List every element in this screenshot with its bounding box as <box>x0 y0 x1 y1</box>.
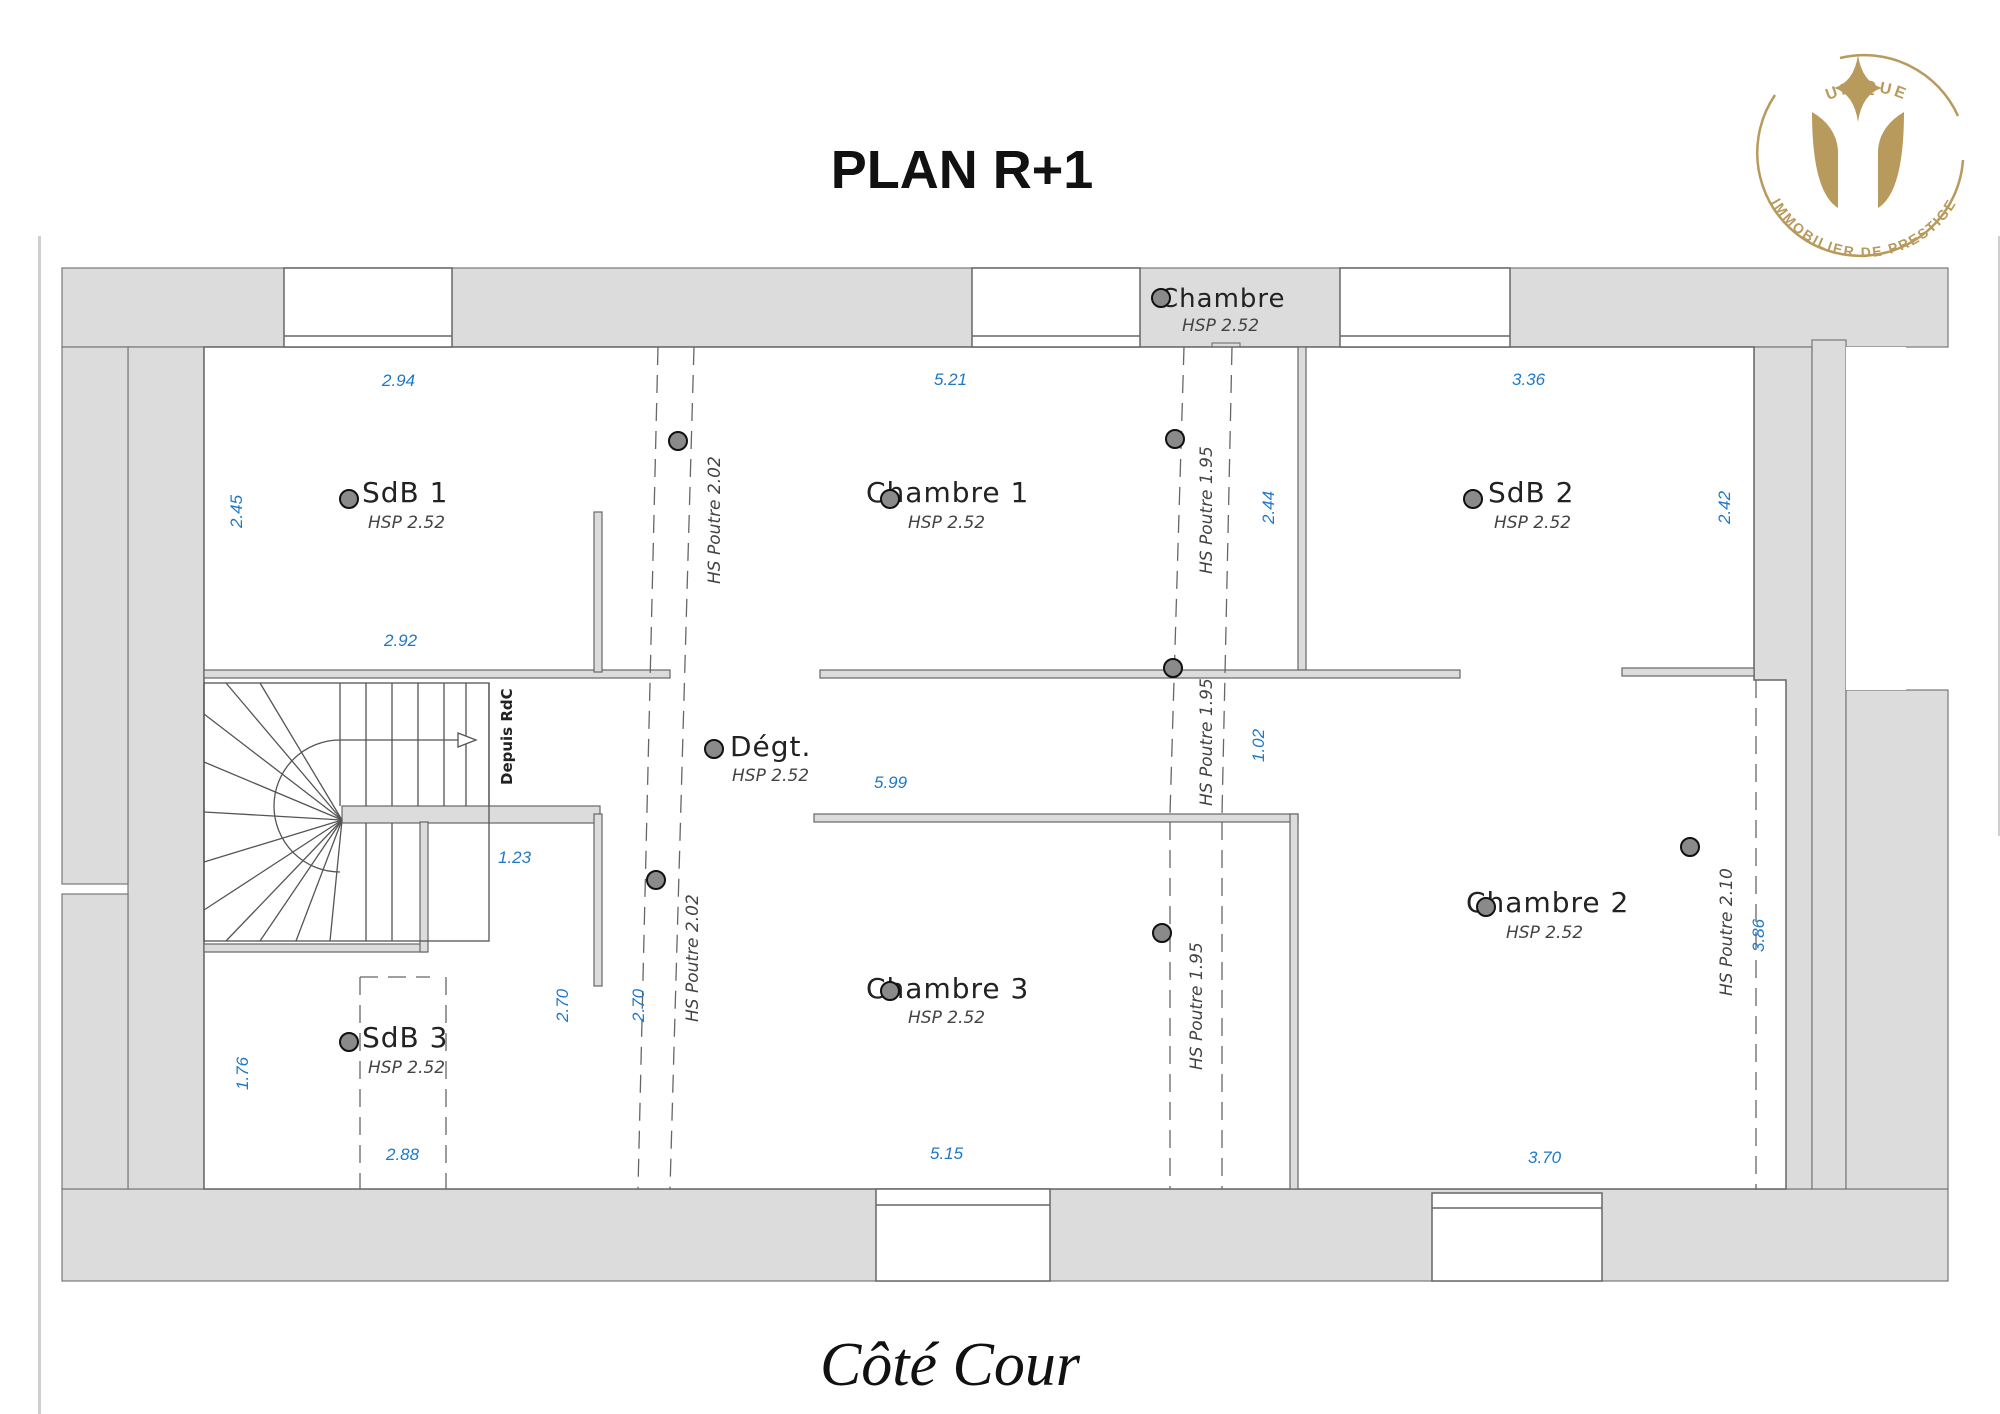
stairs-label: Depuis RdC <box>498 688 516 785</box>
beam-label-4: HS Poutre 2.02 <box>683 894 703 1022</box>
beam-labels: HS Poutre 2.02 HS Poutre 1.95 HS Poutre … <box>683 446 1737 1070</box>
dimension-label: 5.15 <box>930 1144 964 1163</box>
windows <box>283 267 1603 1282</box>
partition-sdb1-side <box>593 511 603 673</box>
window-bottom-1 <box>875 1188 1051 1282</box>
marker-icon <box>1476 897 1496 917</box>
window-top-2 <box>971 267 1141 348</box>
marker-icon <box>1151 288 1171 308</box>
staircase <box>203 682 490 942</box>
dimension-label: 2.70 <box>553 988 572 1023</box>
dimension-label: 1.76 <box>233 1056 252 1090</box>
window-top-1 <box>283 267 453 348</box>
beam-label-2: HS Poutre 1.95 <box>1197 446 1217 574</box>
room-hsp-chambre-2: HSP 2.52 <box>1506 923 1583 943</box>
room-label-chambre-top: Chambre <box>1160 284 1286 314</box>
dimension-label: 2.92 <box>383 631 418 650</box>
room-hsp-degt: HSP 2.52 <box>732 766 809 786</box>
dimension-label: 3.86 <box>1749 918 1768 952</box>
dimension-label: 5.99 <box>874 773 908 792</box>
partition-stairs <box>341 805 601 824</box>
markers <box>339 288 1700 1052</box>
marker-icon <box>646 870 666 890</box>
room-label-sdb-3: SdB 3 <box>362 1021 448 1054</box>
right-wall-outer <box>1811 339 1847 1190</box>
marker-icon <box>339 1032 359 1052</box>
left-annex-bottom <box>61 893 129 1190</box>
logo-star-icon <box>1834 55 1882 122</box>
marker-icon <box>339 489 359 509</box>
partition-sdb1-bottom <box>203 669 671 679</box>
beam-label-5: HS Poutre 1.95 <box>1187 942 1207 1070</box>
beam-label-1: HS Poutre 2.02 <box>705 456 725 584</box>
dimension-label: 3.36 <box>1512 370 1546 389</box>
room-hsp-chambre-3: HSP 2.52 <box>908 1008 985 1028</box>
dimension-label: 2.70 <box>629 988 648 1023</box>
partition-sdb2-bottom <box>1621 667 1755 677</box>
dimensions: 2.94 5.21 3.36 2.45 2.44 2.42 2.92 5.99 … <box>227 370 1768 1167</box>
room-label-degt: Dégt. <box>730 730 811 763</box>
logo-left-shape <box>1812 112 1838 208</box>
left-annex-top <box>61 346 129 885</box>
beam-label-6: HS Poutre 2.10 <box>1717 868 1737 996</box>
marker-icon <box>880 489 900 509</box>
page-edge <box>38 236 41 1414</box>
beam-label-3: HS Poutre 1.95 <box>1197 678 1217 806</box>
right-annex-gap <box>1846 347 1906 690</box>
window-bottom-2 <box>1431 1192 1603 1282</box>
marker-icon <box>1680 837 1700 857</box>
partition-ch3-ch2 <box>1289 813 1299 1190</box>
partition-ch1-sdb2 <box>1297 346 1307 671</box>
dimension-label: 2.94 <box>381 371 415 390</box>
brand-logo: UNIQUE IMMOBILIER DE PRESTIGE <box>1756 53 1965 260</box>
dimension-label: 2.42 <box>1715 490 1734 525</box>
room-hsp-sdb-1: HSP 2.52 <box>368 513 445 533</box>
marker-icon <box>668 431 688 451</box>
marker-icon <box>1163 658 1183 678</box>
dimension-label: 1.02 <box>1249 728 1268 762</box>
dimension-label: 2.44 <box>1259 491 1278 525</box>
footer-title: Côté Cour <box>820 1331 1081 1399</box>
room-hsp-sdb-3: HSP 2.52 <box>368 1058 445 1078</box>
window-top-3 <box>1339 267 1511 348</box>
room-hsp-sdb-2: HSP 2.52 <box>1494 513 1571 533</box>
dimension-label: 2.45 <box>227 494 246 529</box>
marker-icon <box>1152 923 1172 943</box>
partition-sdb3-side <box>593 813 603 987</box>
dimension-label: 3.70 <box>1528 1148 1562 1167</box>
dimension-label: 5.21 <box>934 370 967 389</box>
logo-ring <box>1756 94 1965 257</box>
room-hsp-chambre-1: HSP 2.52 <box>908 513 985 533</box>
page-title: PLAN R+1 <box>831 140 1094 200</box>
dimension-label: 2.88 <box>385 1145 420 1164</box>
stair-arrow-icon <box>457 732 478 748</box>
partition-sdb3-top <box>419 821 429 953</box>
marker-icon <box>704 739 724 759</box>
partition-stairs-bottom <box>203 943 427 953</box>
right-annex <box>1845 689 1949 1190</box>
partition-ch3-top <box>813 813 1299 823</box>
marker-icon <box>1165 429 1185 449</box>
partition-ch1-bottom <box>819 669 1461 679</box>
logo-right-shape <box>1878 112 1904 208</box>
room-hsp-chambre-top: HSP 2.52 <box>1182 316 1259 336</box>
logo-bottom-text: IMMOBILIER DE PRESTIGE <box>1768 195 1959 260</box>
room-label-sdb-2: SdB 2 <box>1488 476 1574 509</box>
marker-icon <box>1463 489 1483 509</box>
partitions <box>203 346 1755 1190</box>
page-edge-right <box>1998 236 2000 836</box>
left-wall <box>127 346 205 1190</box>
dimension-label: 1.23 <box>498 848 532 867</box>
beam-lines <box>359 346 1757 1190</box>
marker-icon <box>880 981 900 1001</box>
room-label-sdb-1: SdB 1 <box>362 476 448 509</box>
